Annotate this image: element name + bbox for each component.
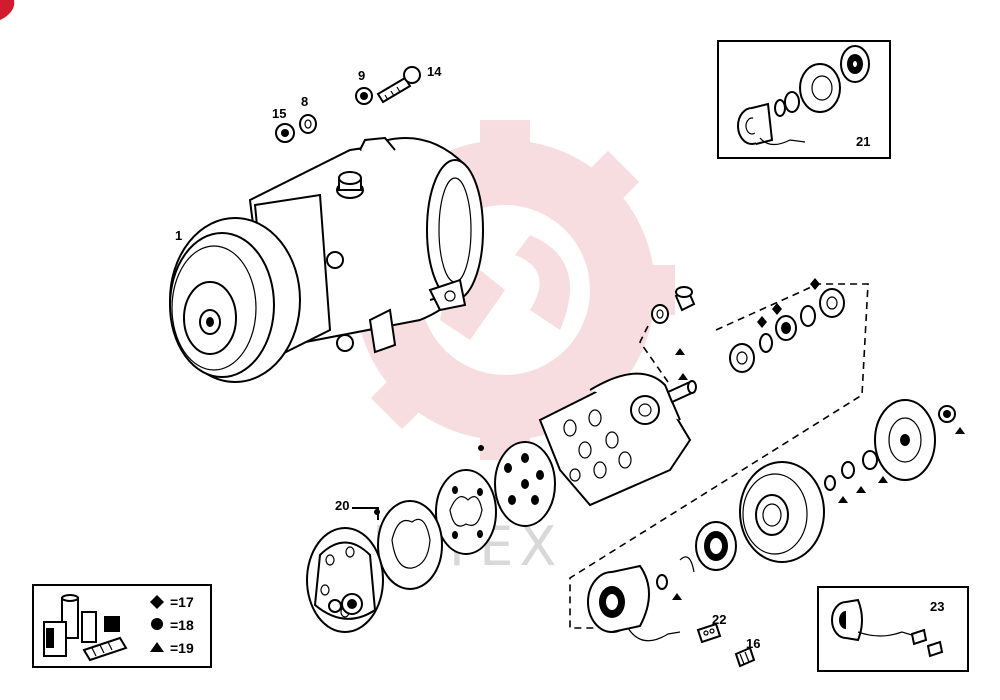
callout-1: 1 <box>175 228 182 243</box>
part-16-screw <box>734 646 756 668</box>
callout-23: 23 <box>930 599 944 614</box>
corner-red-mark <box>0 0 15 20</box>
field-coil <box>587 564 681 642</box>
part-9-washer <box>355 87 373 105</box>
part-14-bolt <box>376 66 421 104</box>
bracket-20 <box>352 507 379 520</box>
callout-22: 22 <box>712 612 726 627</box>
callout-8: 8 <box>301 94 308 109</box>
legend-diamond-icon <box>150 595 164 609</box>
rear-head-assembly <box>538 286 697 507</box>
clutch-hub-plate <box>874 399 956 481</box>
legend-circle-label: =18 <box>170 617 194 633</box>
triangle-symbol-d <box>878 476 888 483</box>
clutch-pulley <box>739 461 825 563</box>
retaining-ring <box>656 574 668 590</box>
triangle-symbol-c <box>955 427 965 434</box>
inset-23-box <box>817 586 969 672</box>
part-15-nut <box>275 123 295 143</box>
callout-9: 9 <box>358 68 365 83</box>
triangle-symbol-e <box>856 486 866 493</box>
pulley-bearing <box>695 521 737 571</box>
callout-15: 15 <box>272 106 286 121</box>
clutch-shims <box>824 450 878 491</box>
diamond-symbol-b <box>772 303 782 315</box>
callout-21: 21 <box>856 134 870 149</box>
diamond-symbol-a <box>757 316 767 328</box>
legend-circle-icon <box>151 618 163 630</box>
valve-plate-1 <box>494 441 556 527</box>
legend-diamond-label: =17 <box>170 594 194 610</box>
part-8-washer <box>299 114 317 134</box>
legend-kit-icon <box>43 594 128 662</box>
legend-box: =17 =18 =19 <box>32 584 212 668</box>
valve-plate-2 <box>435 469 497 555</box>
inset-21-box <box>717 40 891 159</box>
compressor-assembly <box>169 136 484 383</box>
leader-dash-upper <box>639 325 669 383</box>
triangle-symbol-a <box>675 348 685 355</box>
legend-triangle-icon <box>150 642 164 652</box>
callout-16: 16 <box>746 636 760 651</box>
callout-14: 14 <box>427 64 442 79</box>
diamond-symbol-c <box>810 278 820 290</box>
triangle-symbol-g <box>672 593 682 600</box>
triangle-symbol-b <box>678 373 688 380</box>
triangle-symbol-f <box>838 496 848 503</box>
part-20-rear-cover <box>306 527 384 633</box>
shaft-seal-parts <box>729 288 845 373</box>
gasket <box>377 500 443 590</box>
callout-20: 20 <box>335 498 349 513</box>
part-22-connector <box>696 622 722 644</box>
circle-symbol-a <box>478 445 484 451</box>
snap-ring <box>679 556 695 573</box>
legend-triangle-label: =19 <box>170 640 194 656</box>
